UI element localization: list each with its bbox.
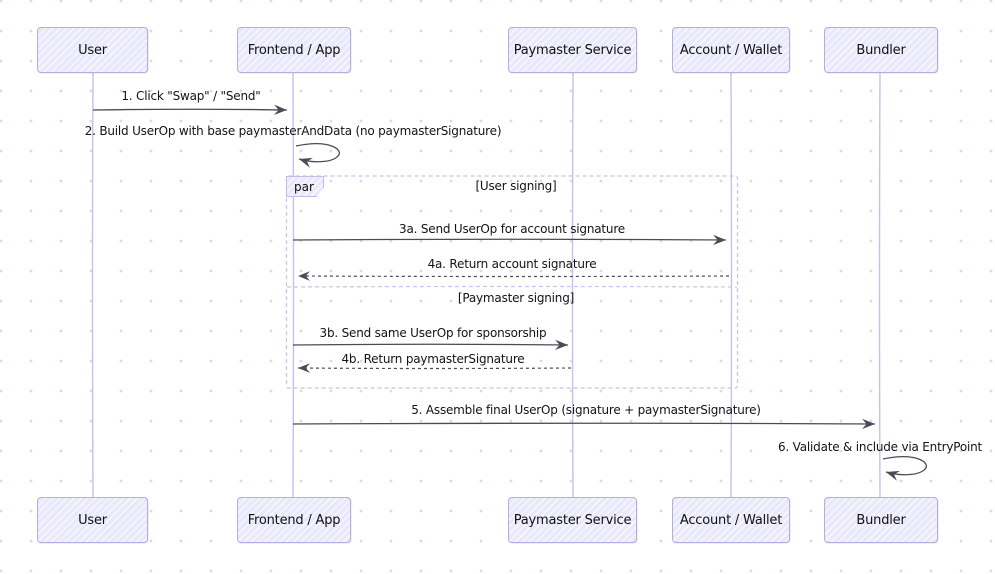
arrow-message-5 [292, 418, 876, 430]
actor-top-paymaster: Paymaster Service [508, 27, 637, 73]
arrow-message-6-selfloop [882, 456, 927, 481]
actor-label: Bundler [856, 42, 906, 58]
par-section2-label: [Paymaster signing] [457, 291, 575, 305]
actor-top-frontend: Frontend / App [237, 27, 351, 73]
arrow-message-4b [297, 363, 572, 373]
actor-label: User [78, 42, 107, 58]
arrow-message-3b [292, 339, 569, 351]
par-fragment-label: par [286, 176, 324, 197]
arrow-message-4a [297, 271, 730, 281]
actor-label: Account / Wallet [679, 42, 783, 58]
arrow-message-1 [92, 104, 288, 115]
par-label-text: par [294, 179, 314, 194]
actor-label: User [78, 512, 107, 528]
actor-bottom-paymaster: Paymaster Service [508, 497, 637, 543]
message-6-text: 6. Validate & include via EntryPoint [777, 440, 983, 454]
actor-label: Paymaster Service [513, 512, 632, 528]
message-3a-text: 3a. Send UserOp for account signature [399, 222, 625, 236]
message-4a-text: 4a. Return account signature [427, 257, 597, 271]
actor-top-user: User [37, 27, 148, 73]
arrow-message-2-selfloop [295, 143, 340, 168]
message-1-text: 1. Click "Swap" / "Send" [121, 89, 261, 103]
actor-bottom-bundler: Bundler [824, 497, 938, 543]
actor-top-bundler: Bundler [824, 27, 938, 73]
arrow-message-3a [292, 234, 727, 246]
lifeline-frontend [292, 72, 295, 499]
lifeline-user [91, 72, 94, 499]
actor-label: Bundler [856, 512, 906, 528]
actor-bottom-user: User [37, 497, 148, 543]
lifeline-bundler [878, 72, 881, 499]
lifeline-account [730, 72, 733, 499]
message-2-text: 2. Build UserOp with base paymasterAndDa… [84, 124, 502, 138]
message-3b-text: 3b. Send same UserOp for sponsorship [319, 326, 547, 340]
par-section-divider [286, 285, 738, 288]
actor-bottom-frontend: Frontend / App [237, 497, 351, 543]
message-4b-text: 4b. Return paymasterSignature [341, 352, 525, 366]
actor-top-account: Account / Wallet [672, 27, 790, 73]
par-frame [285, 175, 739, 389]
actor-label: Account / Wallet [679, 512, 783, 528]
actor-label: Frontend / App [247, 42, 341, 58]
actor-bottom-account: Account / Wallet [672, 497, 790, 543]
actor-label: Paymaster Service [513, 42, 632, 58]
lifeline-paymaster [571, 72, 574, 499]
par-section1-label: [User signing] [475, 179, 557, 193]
message-5-text: 5. Assemble final UserOp (signature + pa… [411, 403, 761, 417]
actor-label: Frontend / App [247, 512, 341, 528]
